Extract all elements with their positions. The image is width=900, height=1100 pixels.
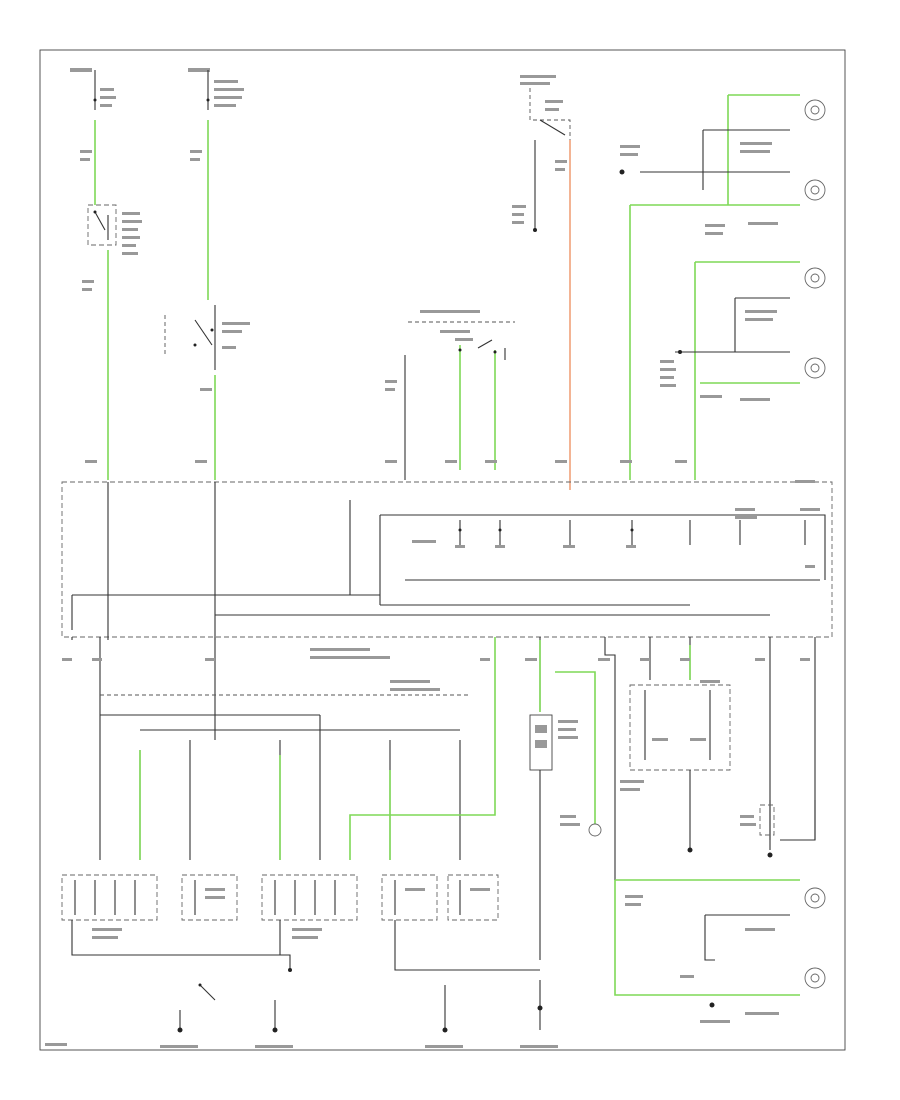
left-rear-combination-lamp <box>61 874 158 939</box>
instrument-cluster-internals <box>71 480 826 659</box>
footer-code-mark <box>45 1043 67 1046</box>
fuse-left <box>70 68 116 110</box>
left-rear-lamps-upper <box>660 261 826 480</box>
diagram-frame <box>39 49 846 1051</box>
combination-switch <box>408 310 515 470</box>
high-mount-stop-lamp <box>181 874 238 921</box>
right-rear-lamps-upper <box>619 94 826 480</box>
shift-indicator-block <box>620 680 731 853</box>
rear-lamp-bus <box>99 637 496 860</box>
fuse-center-left <box>188 68 244 110</box>
stop-lamp-switch <box>87 204 142 255</box>
light-control-switch <box>164 305 250 370</box>
right-license-lamp <box>447 874 499 921</box>
backup-light-switch <box>512 75 571 232</box>
connector-labels-top <box>85 460 687 463</box>
right-rear-combination-lamp <box>261 874 358 939</box>
right-side-ground-switch <box>740 800 816 858</box>
right-rear-lamps-lower <box>614 879 826 1023</box>
left-license-lamp <box>381 874 438 921</box>
luggage-lamp <box>529 671 602 960</box>
drops-below-module <box>62 637 816 880</box>
ground-returns <box>71 920 558 1048</box>
instrument-cluster <box>61 481 833 638</box>
